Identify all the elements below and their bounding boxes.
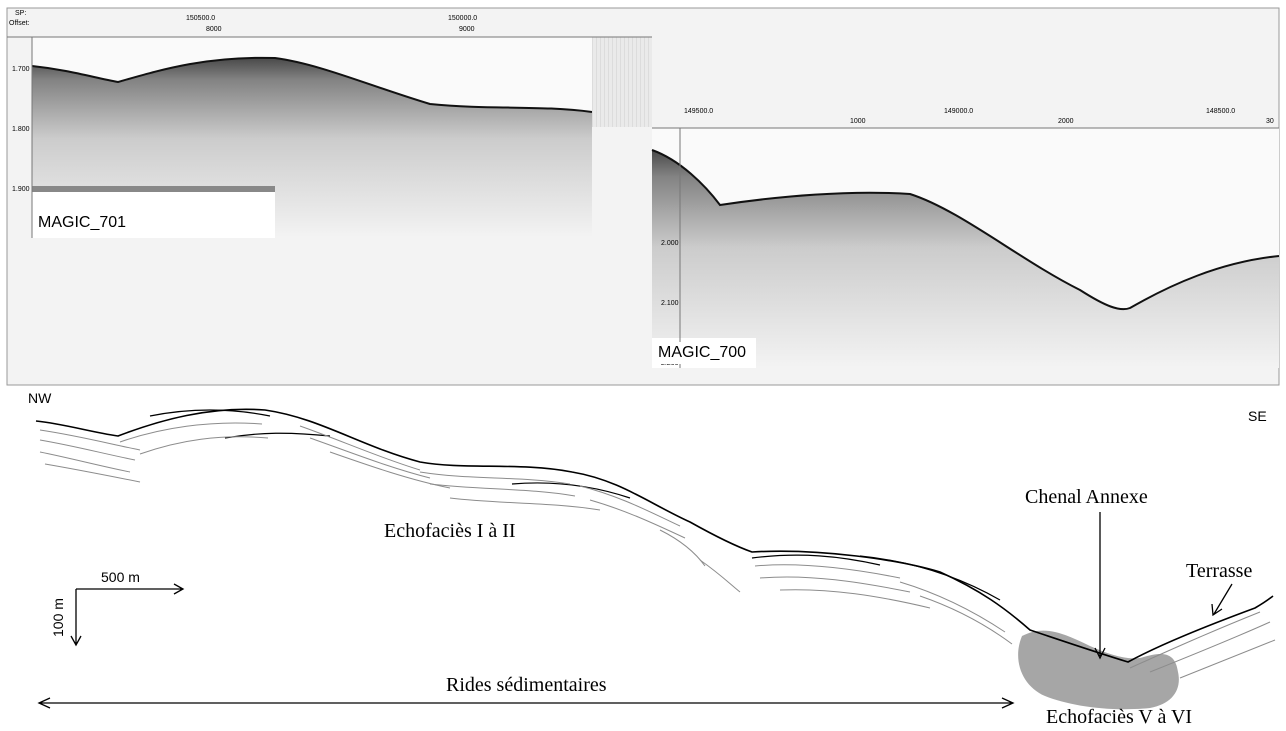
label-rides-sedimentaires: Rides sédimentaires xyxy=(446,674,607,696)
scale-bar xyxy=(70,583,185,647)
profile-700-sp-tick-3: 148500.0 xyxy=(1206,108,1236,115)
profile-700-name: MAGIC_700 xyxy=(654,342,751,364)
profile-700-offset-tick-3: 30 xyxy=(1266,118,1274,125)
profile-700-depth-tick-1: 2.000 xyxy=(661,240,679,247)
grey-reflectors xyxy=(39,422,1276,679)
profile-701-depth-tick-2: 1.800 xyxy=(12,126,30,133)
channel-fill xyxy=(1018,630,1179,710)
profile-701-sp-tick-1: 150500.0 xyxy=(186,15,216,22)
terrasse-arrow xyxy=(1211,583,1233,617)
profile-700-depth-tick-2: 2.100 xyxy=(661,300,679,307)
profile-701-name: MAGIC_701 xyxy=(34,212,131,234)
label-terrasse: Terrasse xyxy=(1186,560,1253,582)
orientation-nw: NW xyxy=(28,390,52,406)
profile-701 xyxy=(7,36,652,238)
chenal-arrow xyxy=(1094,512,1106,660)
scale-vertical-arrow xyxy=(70,589,82,647)
profile-700 xyxy=(651,127,1280,368)
orientation-se: SE xyxy=(1248,408,1267,424)
profile-701-depth-tick-3: 1.900 xyxy=(12,186,30,193)
profile-700-offset-tick-2: 2000 xyxy=(1058,118,1074,125)
profile-701-depth-tick-1: 1.700 xyxy=(12,66,30,73)
seismic-panel xyxy=(6,7,1280,386)
label-echofacies-1: Echofaciès I à II xyxy=(384,520,516,542)
profile-700-sp-tick-1: 149500.0 xyxy=(684,108,714,115)
profile-701-offset-tick-1: 8000 xyxy=(206,26,222,33)
rides-arrow xyxy=(37,697,1015,709)
profile-700-seabed xyxy=(652,150,1279,368)
label-echofacies-2: Echofaciès V à VI xyxy=(1046,706,1193,728)
profile-701-reflector xyxy=(31,56,593,113)
profile-701-sp-tick-2: 150000.0 xyxy=(448,15,478,22)
profile-701-offset-tick-2: 9000 xyxy=(459,26,475,33)
profile-700-offset-tick-1: 1000 xyxy=(850,118,866,125)
dark-reflectors xyxy=(149,409,1001,601)
sp-label: SP: xyxy=(15,10,27,17)
seabed-line xyxy=(35,408,1274,663)
profile-700-sp-tick-2: 149000.0 xyxy=(944,108,974,115)
scale-vertical-label: 100 m xyxy=(50,598,66,637)
label-chenal-annexe: Chenal Annexe xyxy=(1025,486,1148,508)
offset-label: Offset: xyxy=(9,20,30,27)
profile-701-gap xyxy=(592,37,652,127)
scale-horizontal-label: 500 m xyxy=(101,569,140,585)
annotation-arrows xyxy=(37,512,1233,709)
profile-701-depth-bar xyxy=(32,186,275,192)
interpretation-panel xyxy=(35,408,1276,710)
profile-700-reflector xyxy=(651,149,1280,311)
scale-horizontal-arrow xyxy=(76,583,185,595)
